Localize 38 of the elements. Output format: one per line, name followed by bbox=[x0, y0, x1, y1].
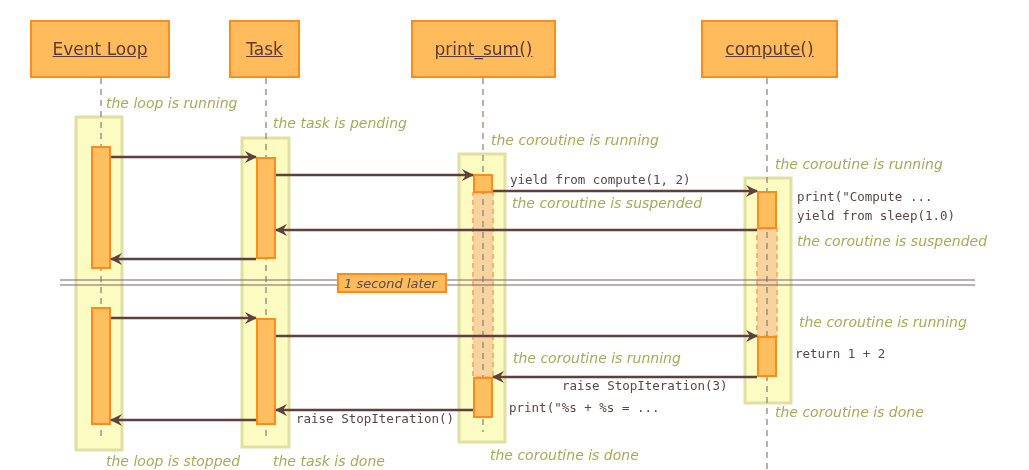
state-note: the task is pending bbox=[273, 115, 407, 132]
activation-bar bbox=[757, 191, 777, 229]
arrow bbox=[275, 404, 473, 416]
state-note: the loop is stopped bbox=[106, 453, 241, 470]
arrow bbox=[111, 151, 257, 163]
arrow bbox=[493, 185, 758, 197]
participant-box: Event Loop bbox=[30, 20, 170, 78]
arrow bbox=[492, 371, 757, 383]
activation-bar bbox=[256, 157, 276, 259]
state-note: the coroutine is suspended bbox=[797, 233, 988, 250]
activation-bar bbox=[256, 318, 276, 425]
arrow bbox=[275, 224, 757, 236]
arrow bbox=[111, 312, 257, 324]
participant-box: Task bbox=[229, 20, 300, 78]
participant-box: print_sum() bbox=[411, 20, 556, 78]
activation-bar bbox=[473, 377, 493, 418]
edge-label: yield from compute(1, 2) bbox=[510, 172, 691, 188]
state-note: the coroutine is suspended bbox=[512, 195, 703, 212]
arrow bbox=[276, 169, 474, 181]
activation-bar bbox=[473, 174, 493, 193]
participant-box: compute() bbox=[701, 20, 838, 78]
arrow bbox=[110, 253, 256, 265]
state-note: the coroutine is done bbox=[490, 447, 639, 464]
state-note: the task is done bbox=[273, 453, 385, 470]
code-line: print("Compute ... bbox=[797, 189, 933, 205]
arrow bbox=[110, 414, 256, 426]
edge-label: raise StopIteration() bbox=[296, 411, 455, 427]
activation-bar bbox=[757, 336, 777, 377]
state-note: the coroutine is done bbox=[775, 404, 924, 421]
edge-label: raise StopIteration(3) bbox=[562, 378, 728, 394]
activation-bar bbox=[91, 146, 111, 269]
code-line: print("%s + %s = ... bbox=[509, 400, 660, 416]
state-note: the loop is running bbox=[106, 95, 238, 112]
activation-bar bbox=[91, 307, 111, 425]
delay-note: 1 second later bbox=[337, 273, 447, 293]
arrow bbox=[276, 330, 758, 342]
code-line: yield from sleep(1.0) bbox=[797, 208, 956, 224]
code-line: return 1 + 2 bbox=[795, 346, 886, 362]
